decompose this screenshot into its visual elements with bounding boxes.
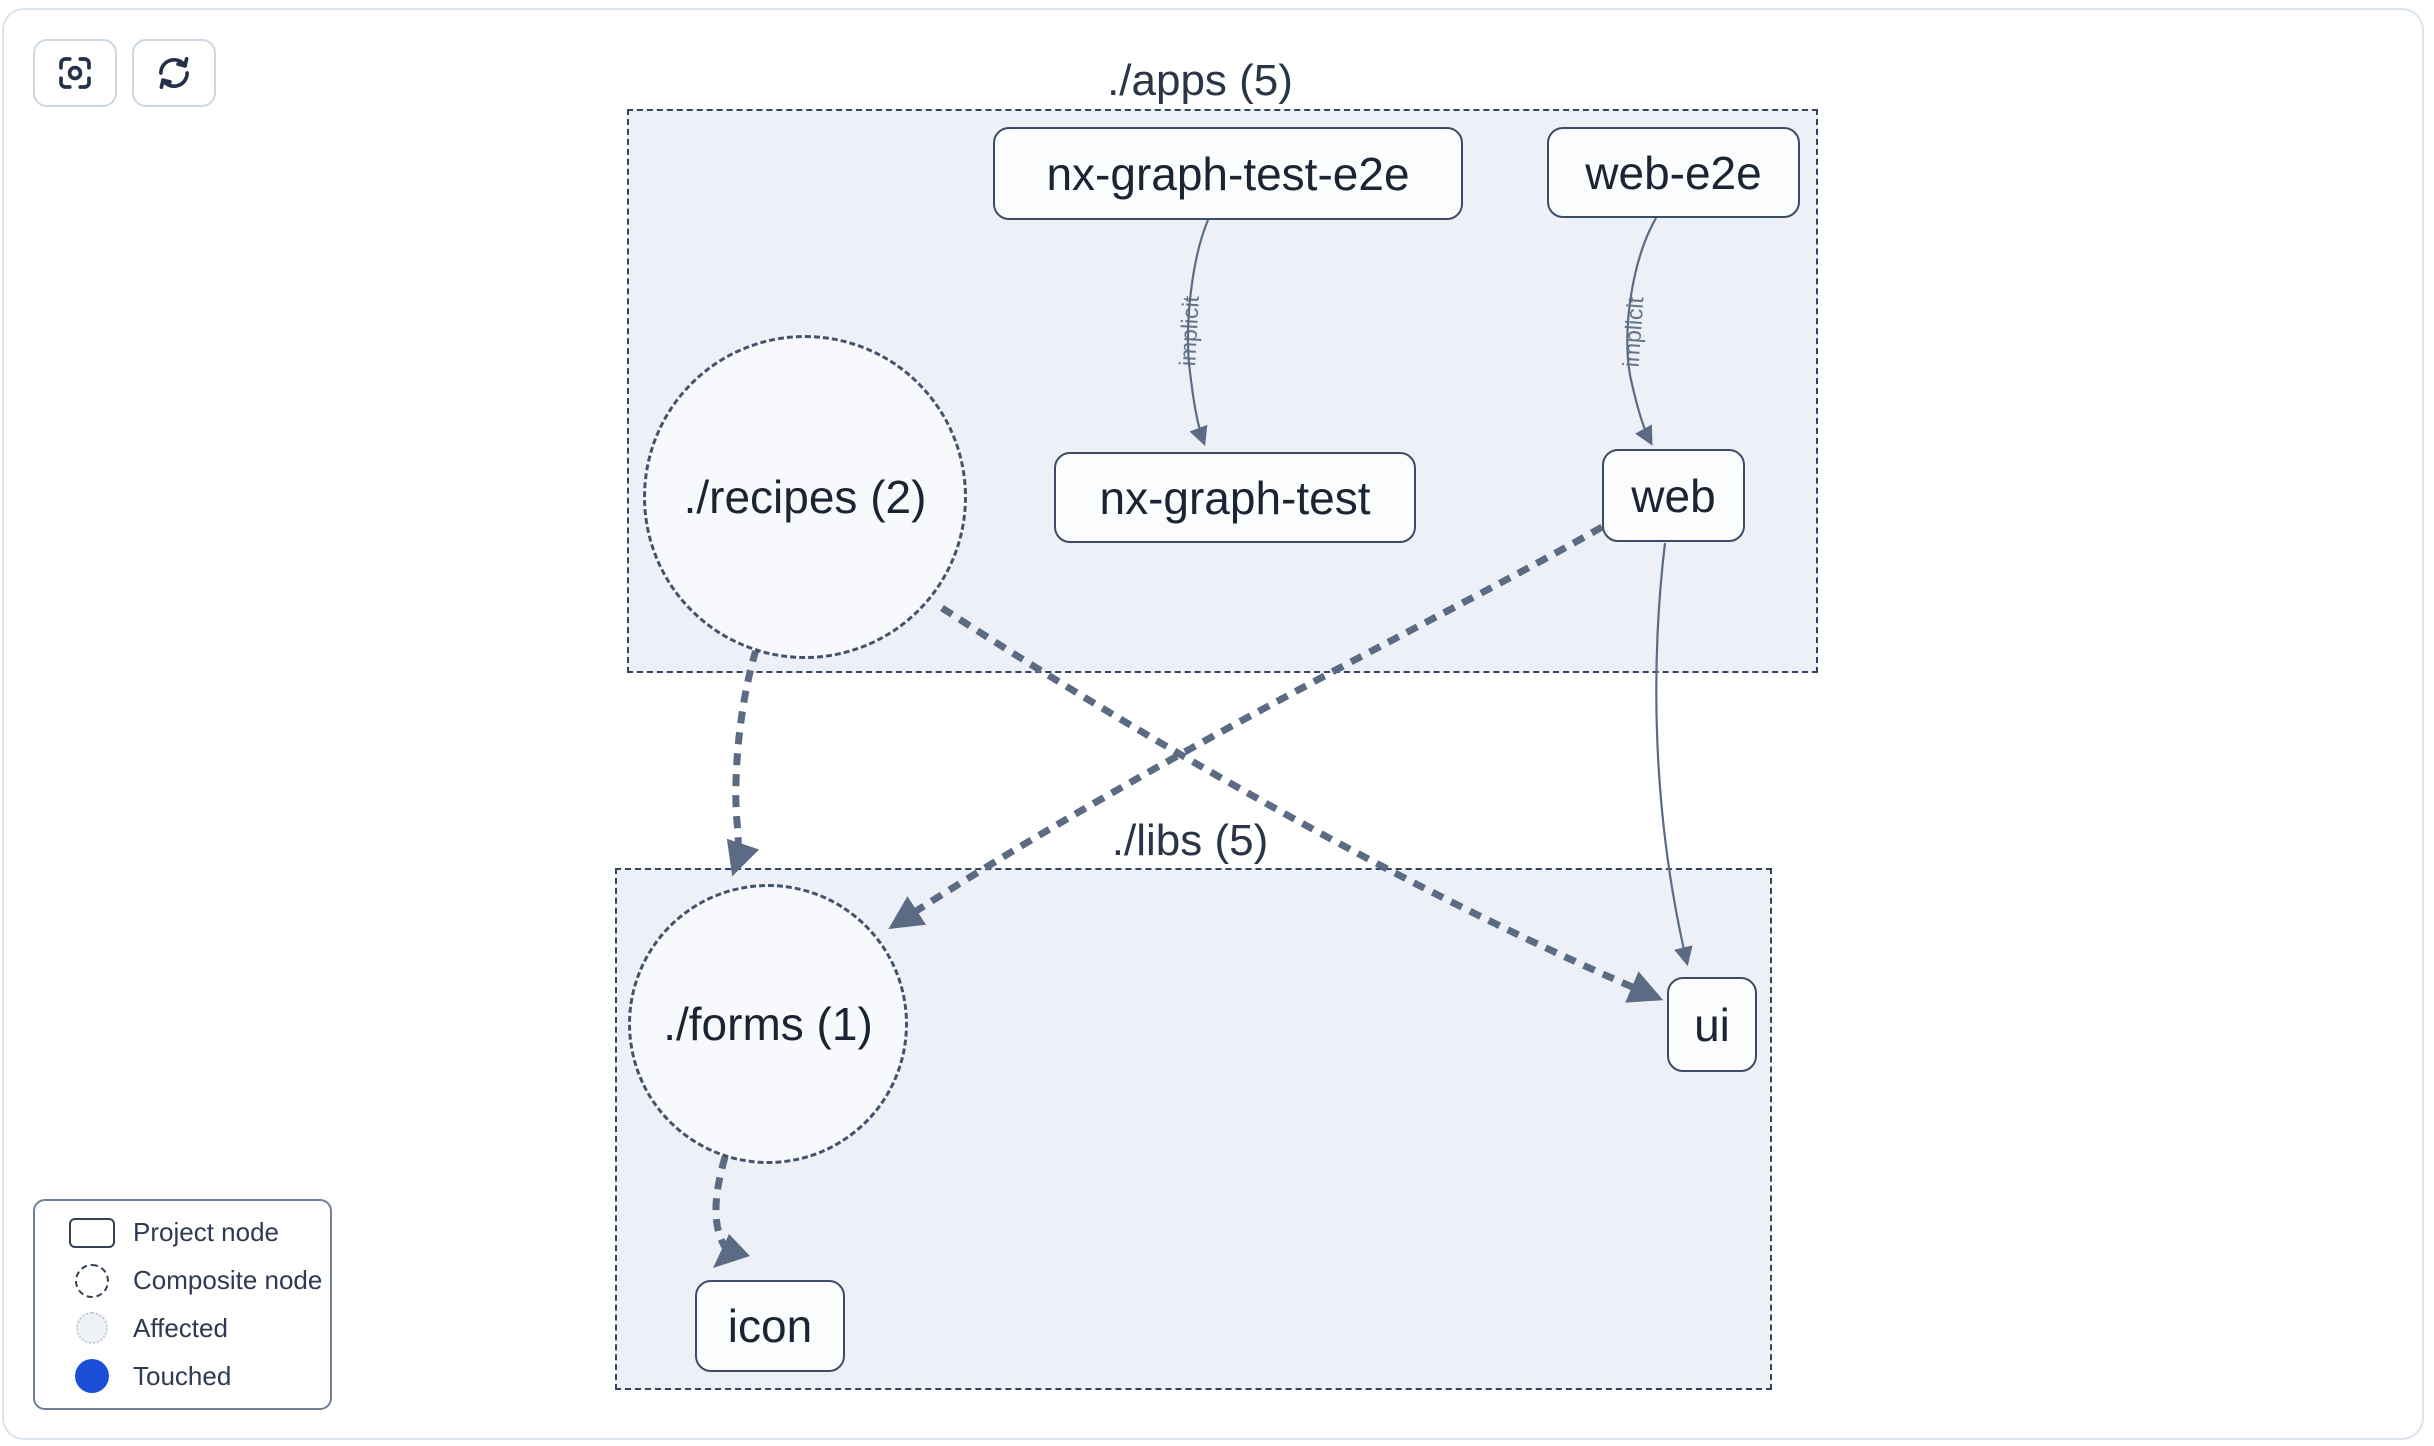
node-recipes-composite[interactable]: ./recipes (2) (643, 335, 967, 659)
edge-web-to-ui (1655, 542, 1693, 967)
node-nx-graph-test-e2e[interactable]: nx-graph-test-e2e (993, 127, 1463, 220)
affected-swatch (76, 1312, 108, 1345)
edge-recipes-to-forms (726, 648, 760, 877)
legend-label: Project node (133, 1217, 279, 1248)
refresh-graph-button[interactable] (132, 39, 216, 107)
refresh-icon (153, 52, 195, 94)
legend-label: Affected (133, 1312, 228, 1343)
legend: Project node Composite node Affected Tou… (33, 1199, 332, 1410)
edge-forms-to-icon (712, 1156, 729, 1249)
node-web[interactable]: web (1602, 449, 1745, 542)
node-nx-graph-test[interactable]: nx-graph-test (1054, 452, 1416, 543)
edge-forms-to-icon-arrowhead (713, 1234, 750, 1268)
composite-node-swatch (75, 1263, 109, 1298)
legend-item-touched: Touched (35, 1354, 330, 1398)
focus-target-icon (54, 52, 96, 94)
group-apps-title: ./apps (5) (1107, 56, 1293, 105)
legend-item-composite-node: Composite node (35, 1259, 330, 1303)
node-web-e2e[interactable]: web-e2e (1547, 127, 1800, 218)
legend-item-project-node: Project node (35, 1211, 330, 1255)
group-libs-title: ./libs (5) (1111, 816, 1269, 865)
node-icon[interactable]: icon (695, 1280, 845, 1372)
node-ui[interactable]: ui (1667, 977, 1757, 1072)
center-graph-button[interactable] (33, 39, 117, 107)
edge-web-to-forms (888, 523, 1604, 930)
edge-web-e2e-to-web (1626, 217, 1657, 446)
legend-item-affected: Affected (35, 1306, 330, 1350)
node-forms-composite[interactable]: ./forms (1) (628, 884, 908, 1164)
edge-recipes-to-ui (940, 605, 1664, 1003)
legend-label: Composite node (133, 1265, 323, 1296)
touched-swatch (75, 1359, 109, 1394)
legend-label: Touched (133, 1360, 232, 1391)
edge-nx-graph-test-e2e-to-nx-graph-test (1186, 219, 1210, 446)
edge-label-implicit-2: implicit (1618, 295, 1649, 368)
project-node-swatch (69, 1217, 115, 1248)
